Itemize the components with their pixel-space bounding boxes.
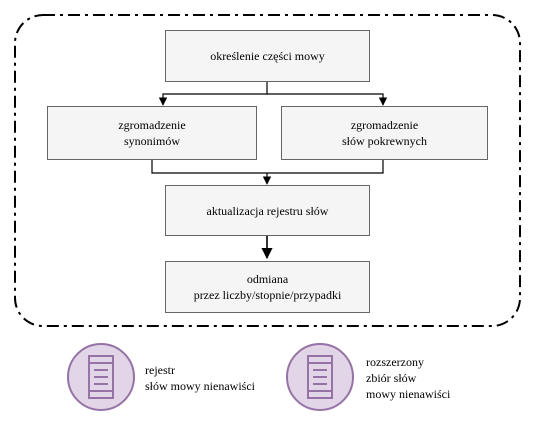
step-inflection: odmiana przez liczby/stopnie/przypadki bbox=[165, 261, 370, 313]
legend-registry-label: rejestr słów mowy nienawiści bbox=[145, 363, 255, 393]
step-related-words-line-1: zgromadzenie bbox=[350, 118, 419, 132]
step-update-registry-label: aktualizacja rejestru słów bbox=[206, 203, 329, 218]
step-related-words-line-2: słów pokrewnych bbox=[342, 134, 427, 148]
connector-pos-split bbox=[158, 82, 268, 106]
connector-merge bbox=[151, 160, 384, 174]
step-part-of-speech-label: określenie części mowy bbox=[210, 49, 325, 63]
step-related-words: zgromadzenie słów pokrewnych bbox=[281, 106, 488, 160]
step-inflection-line-1: odmiana bbox=[246, 272, 289, 286]
step-synonyms: zgromadzenie synonimów bbox=[47, 106, 257, 160]
step-synonyms-line-2: synonimów bbox=[123, 134, 180, 148]
step-synonyms-line-1: zgromadzenie bbox=[118, 118, 186, 132]
step-update-registry: aktualizacja rejestru słów bbox=[165, 185, 370, 236]
connector-pos-split-right bbox=[267, 93, 388, 106]
database-icon-extended bbox=[286, 343, 354, 411]
legend-extended-label: rozszerzony zbiór słów mowy nienawiści bbox=[366, 355, 451, 401]
database-icon-registry bbox=[67, 343, 135, 411]
step-inflection-line-2: przez liczby/stopnie/przypadki bbox=[193, 288, 342, 302]
step-part-of-speech: określenie części mowy bbox=[165, 30, 370, 82]
